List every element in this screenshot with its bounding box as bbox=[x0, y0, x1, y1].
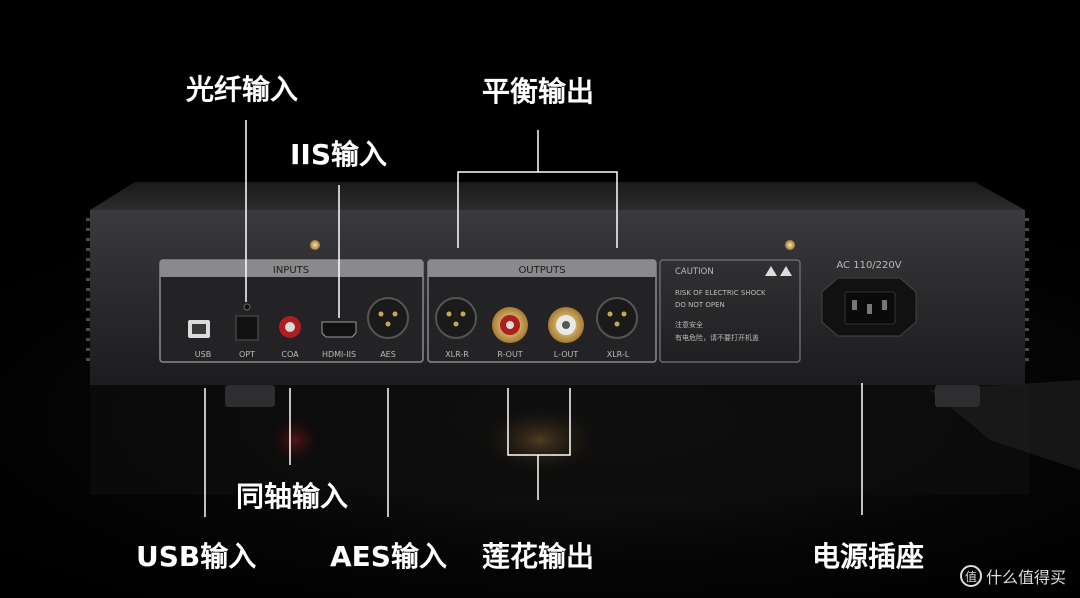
port-label-coa: COA bbox=[281, 350, 299, 359]
port-label-xlr-l: XLR-L bbox=[607, 350, 630, 359]
left-foot bbox=[225, 385, 275, 407]
warning-icon bbox=[780, 266, 792, 276]
chassis-top bbox=[90, 182, 1025, 210]
callout-coaxial-input: 同轴输入 bbox=[236, 480, 349, 513]
caution-panel bbox=[659, 259, 801, 363]
callout-usb-input: USB输入 bbox=[136, 540, 257, 573]
watermark-logo-icon: 值 bbox=[959, 565, 982, 587]
xlr-r-port-icon bbox=[435, 297, 477, 339]
watermark: 值 什么值得买 bbox=[959, 564, 1066, 588]
screw-icon bbox=[310, 240, 320, 250]
inputs-title: INPUTS bbox=[273, 265, 309, 276]
watermark-text: 什么值得买 bbox=[985, 568, 1066, 587]
callout-balanced-output: 平衡输出 bbox=[482, 75, 595, 108]
port-label-xlr-r: XLR-R bbox=[445, 350, 469, 359]
callout-iis-input: IIS输入 bbox=[290, 138, 388, 171]
port-label-hdmi: HDMI-IIS bbox=[322, 350, 356, 359]
caution-line1: RISK OF ELECTRIC SHOCK bbox=[675, 289, 766, 297]
port-label-usb: USB bbox=[195, 350, 211, 359]
caution-line2: DO NOT OPEN bbox=[675, 301, 725, 309]
right-foot bbox=[935, 385, 980, 407]
coax-reflection bbox=[265, 410, 325, 470]
port-label-r-out: R-OUT bbox=[497, 350, 522, 359]
optical-port-icon bbox=[235, 315, 259, 341]
outputs-title: OUTPUTS bbox=[518, 265, 565, 276]
callout-optical-input: 光纤输入 bbox=[186, 73, 299, 106]
xlr-l-port-icon bbox=[596, 297, 638, 339]
callout-lines bbox=[204, 120, 863, 517]
warning-icon bbox=[765, 266, 777, 276]
aes-xlr-port-icon bbox=[367, 297, 409, 339]
port-label-opt: OPT bbox=[239, 350, 255, 359]
port-label-aes: AES bbox=[380, 350, 396, 359]
power-label: AC 110/220V bbox=[836, 260, 901, 271]
callout-rca-output: 莲花输出 bbox=[482, 540, 595, 573]
port-label-l-out: L-OUT bbox=[554, 350, 579, 359]
callout-aes-input: AES输入 bbox=[330, 540, 447, 573]
rca-reflection bbox=[470, 400, 610, 480]
caution-title: CAUTION bbox=[675, 267, 714, 277]
caution-cn1: 注意安全 bbox=[675, 320, 703, 329]
screw-icon bbox=[785, 240, 795, 250]
caution-cn2: 有电危险，请不要打开机盖 bbox=[675, 333, 759, 342]
hdmi-port-icon bbox=[321, 321, 357, 338]
callout-power-socket: 电源插座 bbox=[812, 540, 925, 573]
